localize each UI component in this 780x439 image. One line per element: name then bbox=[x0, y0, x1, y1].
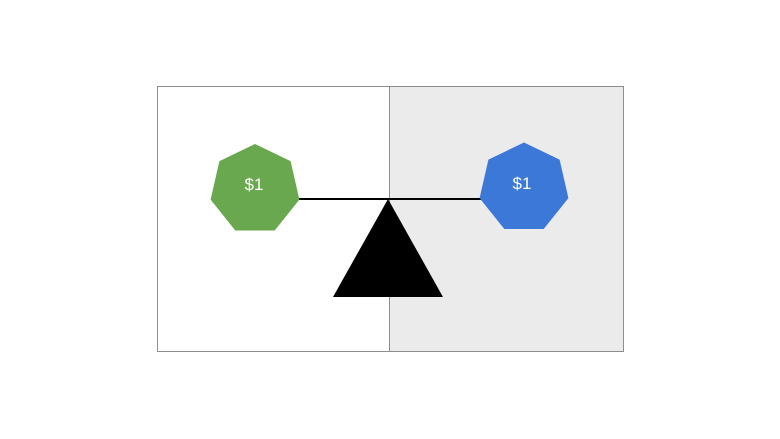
right-coin-label: $1 bbox=[513, 174, 532, 193]
right-coin-heptagon-icon[interactable] bbox=[479, 142, 569, 230]
fulcrum-triangle-icon bbox=[333, 199, 443, 297]
left-coin-heptagon-icon[interactable] bbox=[210, 144, 300, 231]
right-coin[interactable]: $1 bbox=[479, 142, 569, 230]
left-coin[interactable]: $1 bbox=[210, 144, 300, 231]
left-coin-label: $1 bbox=[245, 175, 264, 194]
